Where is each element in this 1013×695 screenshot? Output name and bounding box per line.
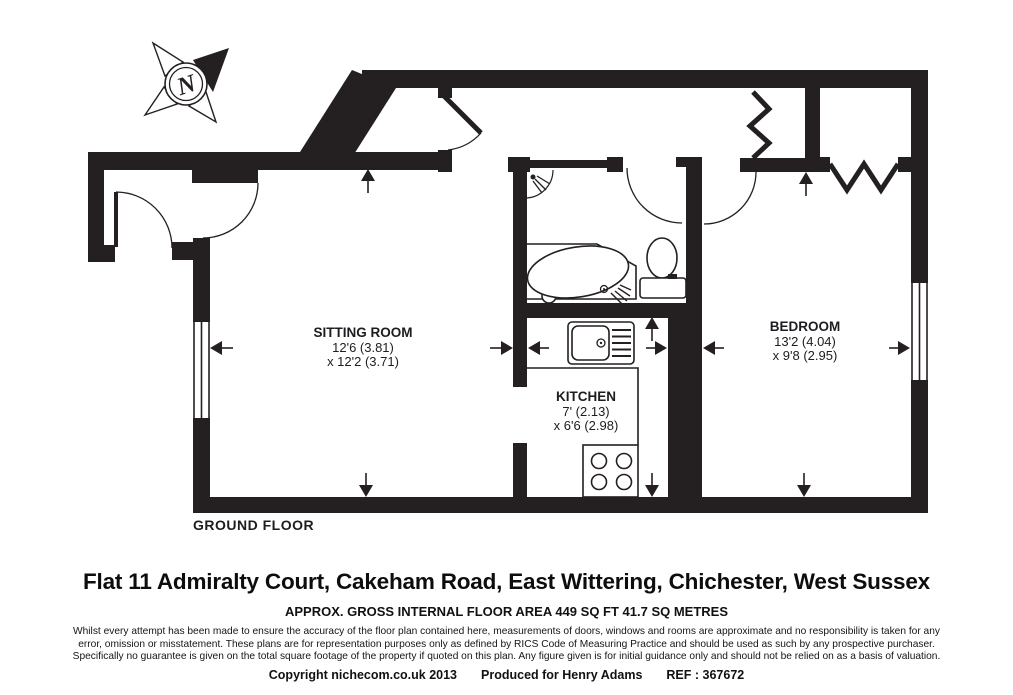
compass-ne-arrow xyxy=(193,48,229,92)
kitchen-arrow-right xyxy=(646,341,667,355)
sitting-room-arrow-right xyxy=(490,341,513,355)
disclaimer-line-3: Specifically no guarantee is given on th… xyxy=(72,651,941,663)
dimension-arrows xyxy=(210,169,910,497)
wall-bathroom-jamb-right xyxy=(607,157,623,172)
bedroom-door xyxy=(703,171,757,225)
wall-bathroom-top xyxy=(525,160,610,168)
bedroom-arrow-left xyxy=(703,341,724,355)
kitchen-arrow-left xyxy=(528,341,549,355)
floor-area-line: APPROX. GROSS INTERNAL FLOOR AREA 449 SQ… xyxy=(284,604,729,619)
wall-bathroom-kitchen-divider xyxy=(513,303,702,318)
wall-bottom xyxy=(193,497,928,513)
kitchen-sink-icon xyxy=(567,321,635,365)
wall-right-upper xyxy=(911,70,928,283)
property-address-title: Flat 11 Admiralty Court, Cakeham Road, E… xyxy=(83,569,930,594)
bedroom-arrow-right xyxy=(889,341,910,355)
wall-diagonal xyxy=(300,70,396,170)
kitchen-dim2: x 6'6 (2.98) xyxy=(553,418,619,433)
bedroom-arrow-down xyxy=(797,473,811,497)
sitting-room-arrow-left xyxy=(210,341,233,355)
fixtures xyxy=(523,169,687,498)
sitting-room-name: SITTING ROOM xyxy=(313,325,413,340)
wall-wardrobe-jamb-right xyxy=(898,157,911,172)
bedroom-dim1: 13'2 (4.04) xyxy=(774,333,836,349)
doors xyxy=(114,90,901,249)
disclaimer-line-1: Whilst every attempt has been made to en… xyxy=(73,626,940,637)
kitchen-counter xyxy=(527,367,639,445)
kitchen-arrow-down xyxy=(645,473,659,497)
toilet-icon xyxy=(639,237,687,299)
wall-bathroom-jamb-left xyxy=(508,157,530,172)
disclaimer-line-2: error, omission or misstatement. These p… xyxy=(78,638,935,650)
front-door xyxy=(114,191,173,249)
wardrobe-bifold-door xyxy=(827,159,901,195)
hall-door xyxy=(442,94,483,151)
disclaimer-text: Whilst every attempt has been made to en… xyxy=(0,626,1013,664)
wall-kitchen-left-lower xyxy=(513,443,527,497)
compass-north-icon: N xyxy=(143,41,229,124)
hob-icon xyxy=(582,444,639,498)
windows xyxy=(193,283,928,418)
kitchen-dim1: 7' (2.13) xyxy=(562,403,610,419)
footer-reference: REF : 367672 xyxy=(666,668,745,682)
sitting-room-arrow-up xyxy=(361,169,375,193)
footer-copyright: Copyright nichecom.co.uk 2013 xyxy=(268,668,458,682)
ground-floor-label: GROUND FLOOR xyxy=(193,517,315,533)
bathroom-door xyxy=(626,167,683,224)
wall-closet-bottom xyxy=(740,158,820,172)
wall-hall-door-jamb-top xyxy=(438,88,452,98)
window-sitting-room xyxy=(193,322,210,418)
wall-kitchen-left-upper xyxy=(513,157,527,387)
bedroom-arrow-up xyxy=(799,172,813,196)
wall-left-outer xyxy=(88,152,104,245)
sitting-room-door xyxy=(200,170,259,239)
kitchen-arrow-up xyxy=(645,317,659,341)
sitting-room-dim2: x 12'2 (3.71) xyxy=(327,354,399,369)
wall-entry-stub xyxy=(172,242,193,260)
wall-entry-jut xyxy=(88,245,115,262)
window-bedroom xyxy=(911,283,928,380)
hall-closet-bifold-door xyxy=(746,90,773,160)
wall-top xyxy=(362,70,928,88)
sitting-room-arrow-down xyxy=(359,473,373,497)
wall-top-left xyxy=(88,152,452,170)
wall-kitchen-right xyxy=(668,303,702,497)
bedroom-label: BEDROOM 13'2 (4.04) x 9'8 (2.95) xyxy=(769,319,841,364)
wall-sitting-left-low xyxy=(193,418,210,497)
walls xyxy=(88,70,928,513)
bedroom-dim2: x 9'8 (2.95) xyxy=(772,348,838,363)
wall-hall-door-jamb-bottom xyxy=(438,150,452,172)
kitchen-name: KITCHEN xyxy=(555,389,616,404)
sitting-room-dim1: 12'6 (3.81) xyxy=(332,339,394,355)
wall-bedroom-jamb xyxy=(676,157,686,167)
wall-right-lower xyxy=(911,380,928,513)
floor-plan-drawing: N xyxy=(88,41,928,513)
wall-sitting-left-mid xyxy=(193,238,210,322)
footer-produced-for: Produced for Henry Adams xyxy=(481,668,643,682)
wall-wardrobe-jamb-left xyxy=(820,157,830,172)
wall-closet-divider xyxy=(805,88,820,172)
shower-icon xyxy=(524,169,554,199)
kitchen-label: KITCHEN 7' (2.13) x 6'6 (2.98) xyxy=(553,389,619,434)
bedroom-name: BEDROOM xyxy=(769,319,841,334)
sitting-room-label: SITTING ROOM 12'6 (3.81) x 12'2 (3.71) xyxy=(313,325,413,370)
footer: Copyright nichecom.co.uk 2013 Produced f… xyxy=(0,668,1013,682)
bathtub-icon xyxy=(523,243,637,306)
